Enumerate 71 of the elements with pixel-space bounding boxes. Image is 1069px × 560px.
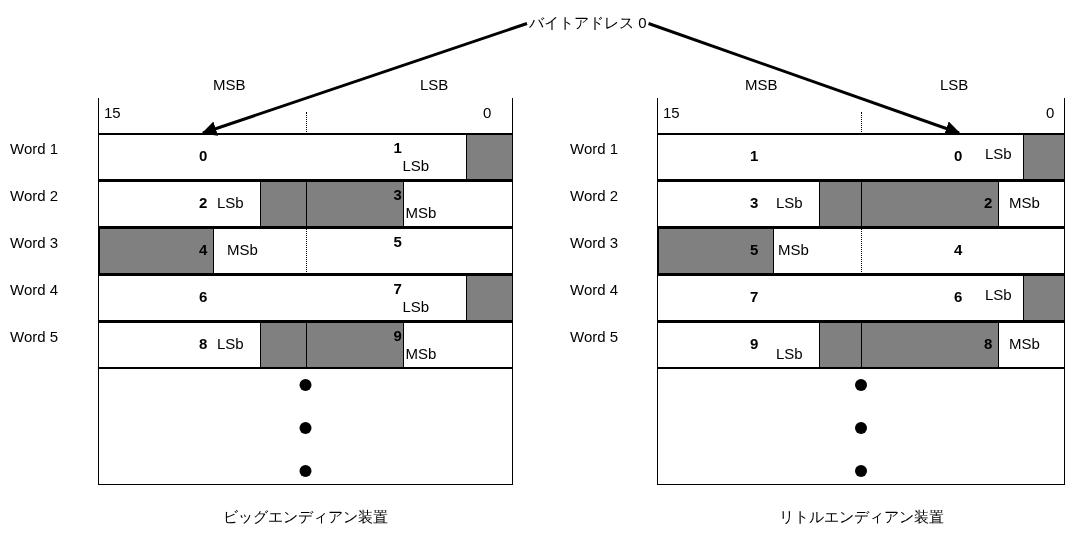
bit-order-label: MSB	[213, 76, 246, 93]
bit-label: LSb	[985, 145, 1012, 162]
bit-order-label: LSB	[940, 76, 969, 93]
bit-label: MSb	[1009, 194, 1040, 211]
word-label: Word 5	[570, 328, 619, 345]
panel-caption: リトルエンディアン装置	[777, 508, 945, 527]
bit-index-label: 15	[663, 104, 680, 121]
byte-number: 5	[393, 233, 402, 250]
byte-number: 1	[750, 147, 759, 164]
bit-label: LSb	[217, 194, 244, 211]
address-label: バイトアドレス 0	[529, 14, 647, 33]
word-label: Word 1	[570, 140, 619, 157]
byte-cell	[861, 180, 1065, 228]
bit-order-label: MSB	[745, 76, 778, 93]
bit-label: MSb	[405, 345, 437, 362]
byte-number: 9	[750, 335, 759, 352]
byte-cell	[861, 274, 1065, 322]
byte-cell	[305, 274, 513, 322]
bit-label: MSb	[778, 241, 809, 258]
bit-index-label: 0	[483, 104, 492, 121]
bit-label: LSb	[402, 298, 430, 315]
byte-cell	[657, 227, 861, 275]
byte-number: 7	[750, 288, 759, 305]
byte-number: 1	[393, 139, 402, 156]
byte-number: 6	[954, 288, 963, 305]
bit-label: LSb	[776, 194, 803, 211]
byte-number: 3	[750, 194, 759, 211]
byte-number: 8	[199, 335, 208, 352]
byte-number: 4	[199, 241, 208, 258]
byte-cell	[305, 321, 513, 369]
byte-cell	[305, 180, 513, 228]
word-label: Word 4	[10, 281, 59, 298]
byte-cell	[98, 227, 306, 275]
word-label: Word 3	[10, 234, 59, 251]
bit-index-label: 0	[1046, 104, 1055, 121]
byte-number: 6	[199, 288, 208, 305]
bit-order-label: LSB	[420, 76, 449, 93]
arrow	[201, 22, 528, 136]
byte-number: 3	[393, 186, 402, 203]
word-label: Word 5	[10, 328, 59, 345]
byte-number: 4	[954, 241, 963, 258]
byte-number: 8	[984, 335, 993, 352]
word-label: Word 3	[570, 234, 619, 251]
bit-label: MSb	[405, 204, 437, 221]
byte-cell	[861, 321, 1065, 369]
byte-number: 2	[984, 194, 993, 211]
bit-label: LSb	[217, 335, 244, 352]
word-label: Word 2	[570, 187, 619, 204]
bit-label: MSb	[1009, 335, 1040, 352]
panel-caption: ビッグエンディアン装置	[222, 508, 389, 527]
byte-number: 5	[750, 241, 759, 258]
byte-number: 0	[199, 147, 208, 164]
byte-number: 7	[393, 280, 402, 297]
byte-cell	[657, 321, 861, 369]
byte-number: 9	[393, 327, 402, 344]
bit-label: LSb	[402, 157, 430, 174]
bit-label: MSb	[227, 241, 258, 258]
word-label: Word 2	[10, 187, 59, 204]
byte-number: 0	[954, 147, 963, 164]
byte-cell	[861, 133, 1065, 181]
byte-cell	[98, 321, 306, 369]
bit-label: LSb	[985, 286, 1012, 303]
word-label: Word 4	[570, 281, 619, 298]
arrow	[648, 22, 961, 136]
bit-label: LSb	[776, 345, 803, 362]
byte-cell	[98, 180, 306, 228]
byte-number: 2	[199, 194, 208, 211]
word-label: Word 1	[10, 140, 59, 157]
byte-cell	[657, 180, 861, 228]
bit-index-label: 15	[104, 104, 121, 121]
byte-cell	[305, 133, 513, 181]
